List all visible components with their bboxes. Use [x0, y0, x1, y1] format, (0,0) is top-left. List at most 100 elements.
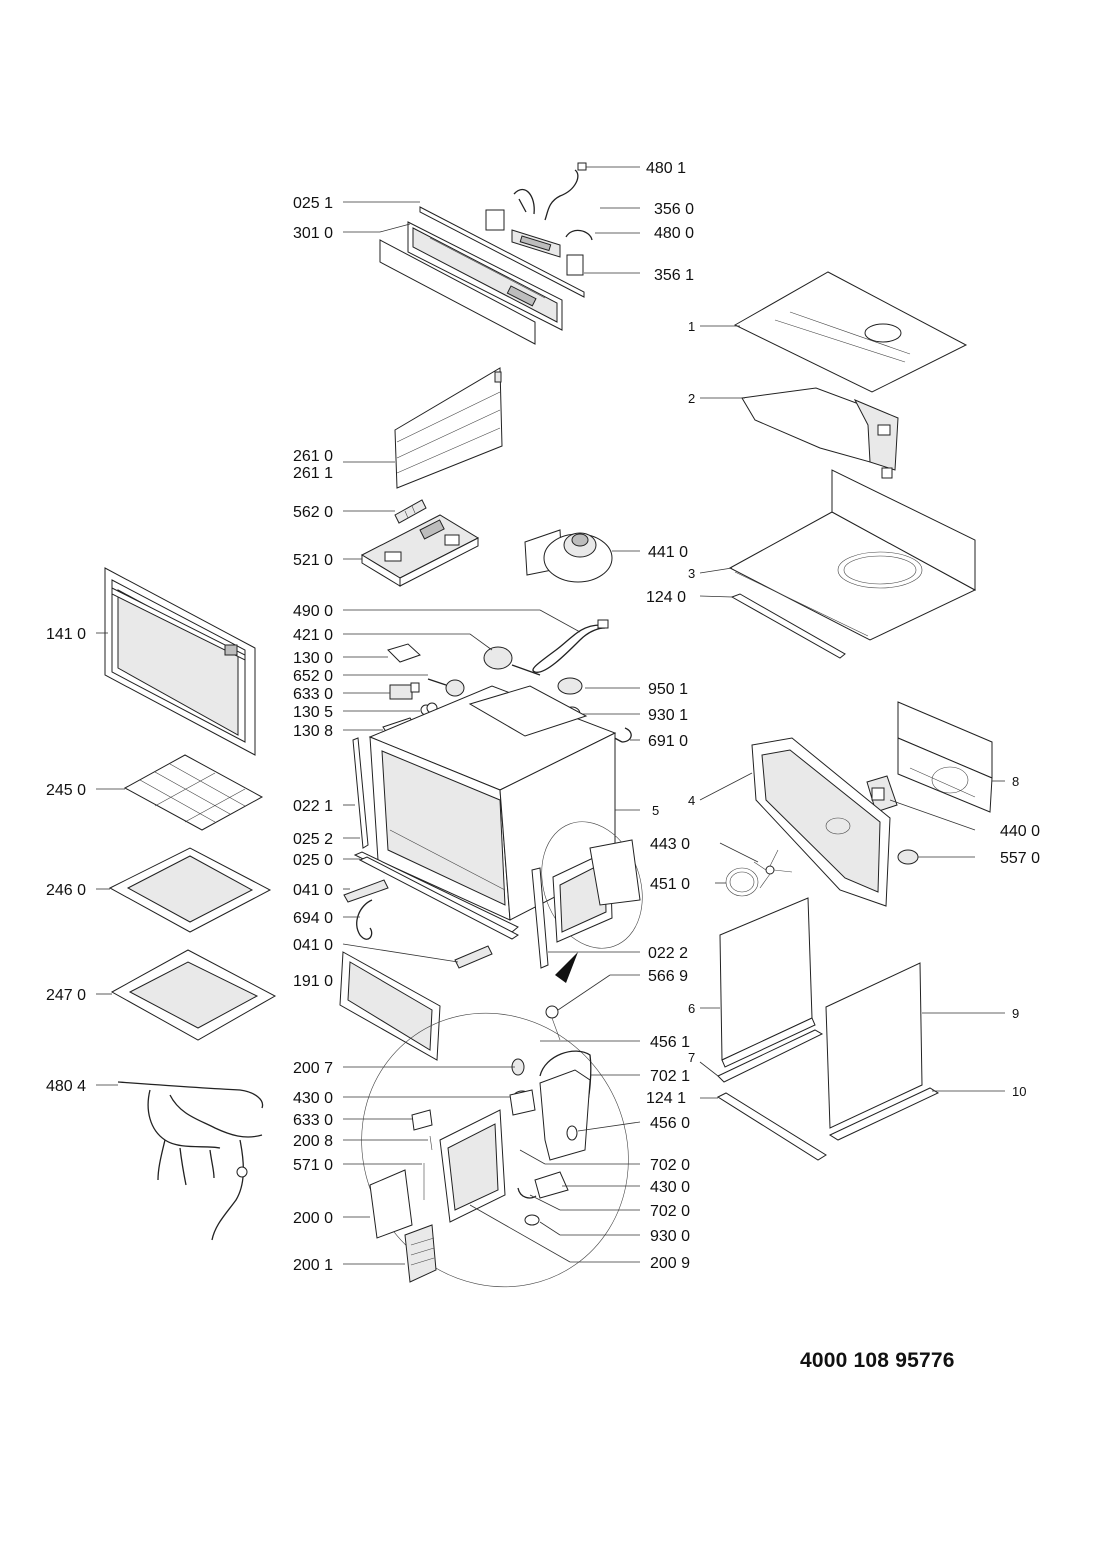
label-130-8: 130 8 [293, 723, 333, 740]
label-441-0: 441 0 [648, 544, 688, 561]
side-panel-9 [825, 962, 923, 1129]
label-930-1: 930 1 [648, 707, 688, 724]
power-cable-490 [532, 619, 609, 673]
label-430-0-b: 430 0 [650, 1179, 690, 1196]
label-261-1: 261 1 [293, 465, 333, 482]
label-633-0-b: 633 0 [293, 1112, 333, 1129]
label-950-1: 950 1 [648, 681, 688, 698]
back-panel-8 [897, 701, 993, 813]
rails-7-10-124-1 [716, 1029, 940, 1161]
label-490-0: 490 0 [293, 603, 333, 620]
label-9: 9 [1012, 1006, 1019, 1021]
label-456-1: 456 1 [650, 1034, 690, 1051]
label-930-0: 930 0 [650, 1228, 690, 1245]
label-456-0: 456 0 [650, 1115, 690, 1132]
label-6: 6 [688, 1001, 695, 1016]
label-5: 5 [652, 803, 659, 818]
label-025-1: 025 1 [293, 195, 333, 212]
label-200-9: 200 9 [650, 1255, 690, 1272]
side-panel-6 [719, 897, 816, 1068]
wiring-harness-480-4 [117, 1081, 264, 1241]
thermostat-557 [897, 849, 919, 865]
label-8: 8 [1012, 774, 1019, 789]
label-562-0: 562 0 [293, 504, 333, 521]
base-plate-3 [728, 469, 977, 641]
label-480-1: 480 1 [646, 160, 686, 177]
air-duct-2 [741, 387, 899, 479]
label-451-0: 451 0 [650, 876, 690, 893]
circuit-board-521 [360, 514, 480, 587]
label-124-1: 124 1 [646, 1090, 686, 1107]
side-liner-022-1 [352, 737, 369, 849]
label-702-0-b: 702 0 [650, 1203, 690, 1220]
baking-tray-246 [108, 847, 272, 933]
label-025-2: 025 2 [293, 831, 333, 848]
label-652-0: 652 0 [293, 668, 333, 685]
label-247-0: 247 0 [46, 987, 86, 1004]
channel-strips [343, 851, 519, 969]
fan-blade-443 [753, 849, 793, 889]
label-521-0: 521 0 [293, 552, 333, 569]
label-025-0: 025 0 [293, 852, 333, 869]
label-200-1: 200 1 [293, 1257, 333, 1274]
label-301-0: 301 0 [293, 225, 333, 242]
label-4: 4 [688, 793, 695, 808]
part-labels: 480 1 025 1 356 0 301 0 480 0 356 1 1 2 … [46, 160, 1040, 1274]
label-421-0: 421 0 [293, 627, 333, 644]
label-041-0: 041 0 [293, 882, 333, 899]
label-356-1: 356 1 [654, 267, 694, 284]
control-panel-assembly [379, 162, 593, 345]
label-2: 2 [688, 391, 695, 406]
wire-rack-245 [123, 754, 264, 831]
label-245-0: 245 0 [46, 782, 86, 799]
label-480-4: 480 4 [46, 1078, 86, 1095]
inner-liner-4 [751, 737, 891, 907]
label-702-1: 702 1 [650, 1068, 690, 1085]
label-191-0: 191 0 [293, 973, 333, 990]
detail-components [369, 1005, 592, 1283]
capacitor-421 [483, 646, 541, 676]
label-246-0: 246 0 [46, 882, 86, 899]
label-124-0: 124 0 [646, 589, 686, 606]
label-200-0: 200 0 [293, 1210, 333, 1227]
leader-lines [96, 166, 1005, 1265]
oven-door-141 [104, 567, 256, 756]
label-571-0: 571 0 [293, 1157, 333, 1174]
rail-124-0 [730, 593, 846, 659]
label-557-0: 557 0 [1000, 850, 1040, 867]
label-633-0: 633 0 [293, 686, 333, 703]
label-356-0: 356 0 [654, 201, 694, 218]
label-022-1: 022 1 [293, 798, 333, 815]
steam-module-callout [531, 821, 643, 983]
label-1: 1 [688, 319, 695, 334]
label-130-0: 130 0 [293, 650, 333, 667]
label-480-0: 480 0 [654, 225, 694, 242]
label-440-0: 440 0 [1000, 823, 1040, 840]
label-443-0: 443 0 [650, 836, 690, 853]
label-430-0: 430 0 [293, 1090, 333, 1107]
side-rail-261 [394, 367, 503, 489]
label-200-8: 200 8 [293, 1133, 333, 1150]
label-691-0: 691 0 [648, 733, 688, 750]
label-694-0: 694 0 [293, 910, 333, 927]
top-cover-1 [733, 271, 968, 393]
label-022-2: 022 2 [648, 945, 688, 962]
label-041-0-b: 041 0 [293, 937, 333, 954]
label-7: 7 [688, 1050, 695, 1065]
document-code: 4000 108 95776 [800, 1349, 955, 1372]
blower-fan-441 [524, 529, 613, 583]
label-200-7: 200 7 [293, 1060, 333, 1077]
cylinder-562 [394, 499, 427, 524]
label-566-9: 566 9 [648, 968, 688, 985]
element-440 [866, 775, 898, 813]
label-3: 3 [688, 566, 695, 581]
label-261-0: 261 0 [293, 448, 333, 465]
label-141-0: 141 0 [46, 626, 86, 643]
deep-tray-247 [110, 949, 277, 1041]
ring-element-451 [725, 867, 759, 897]
label-130-5: 130 5 [293, 704, 333, 721]
door-seal-191 [339, 951, 441, 1061]
label-10: 10 [1012, 1084, 1026, 1099]
label-702-0: 702 0 [650, 1157, 690, 1174]
